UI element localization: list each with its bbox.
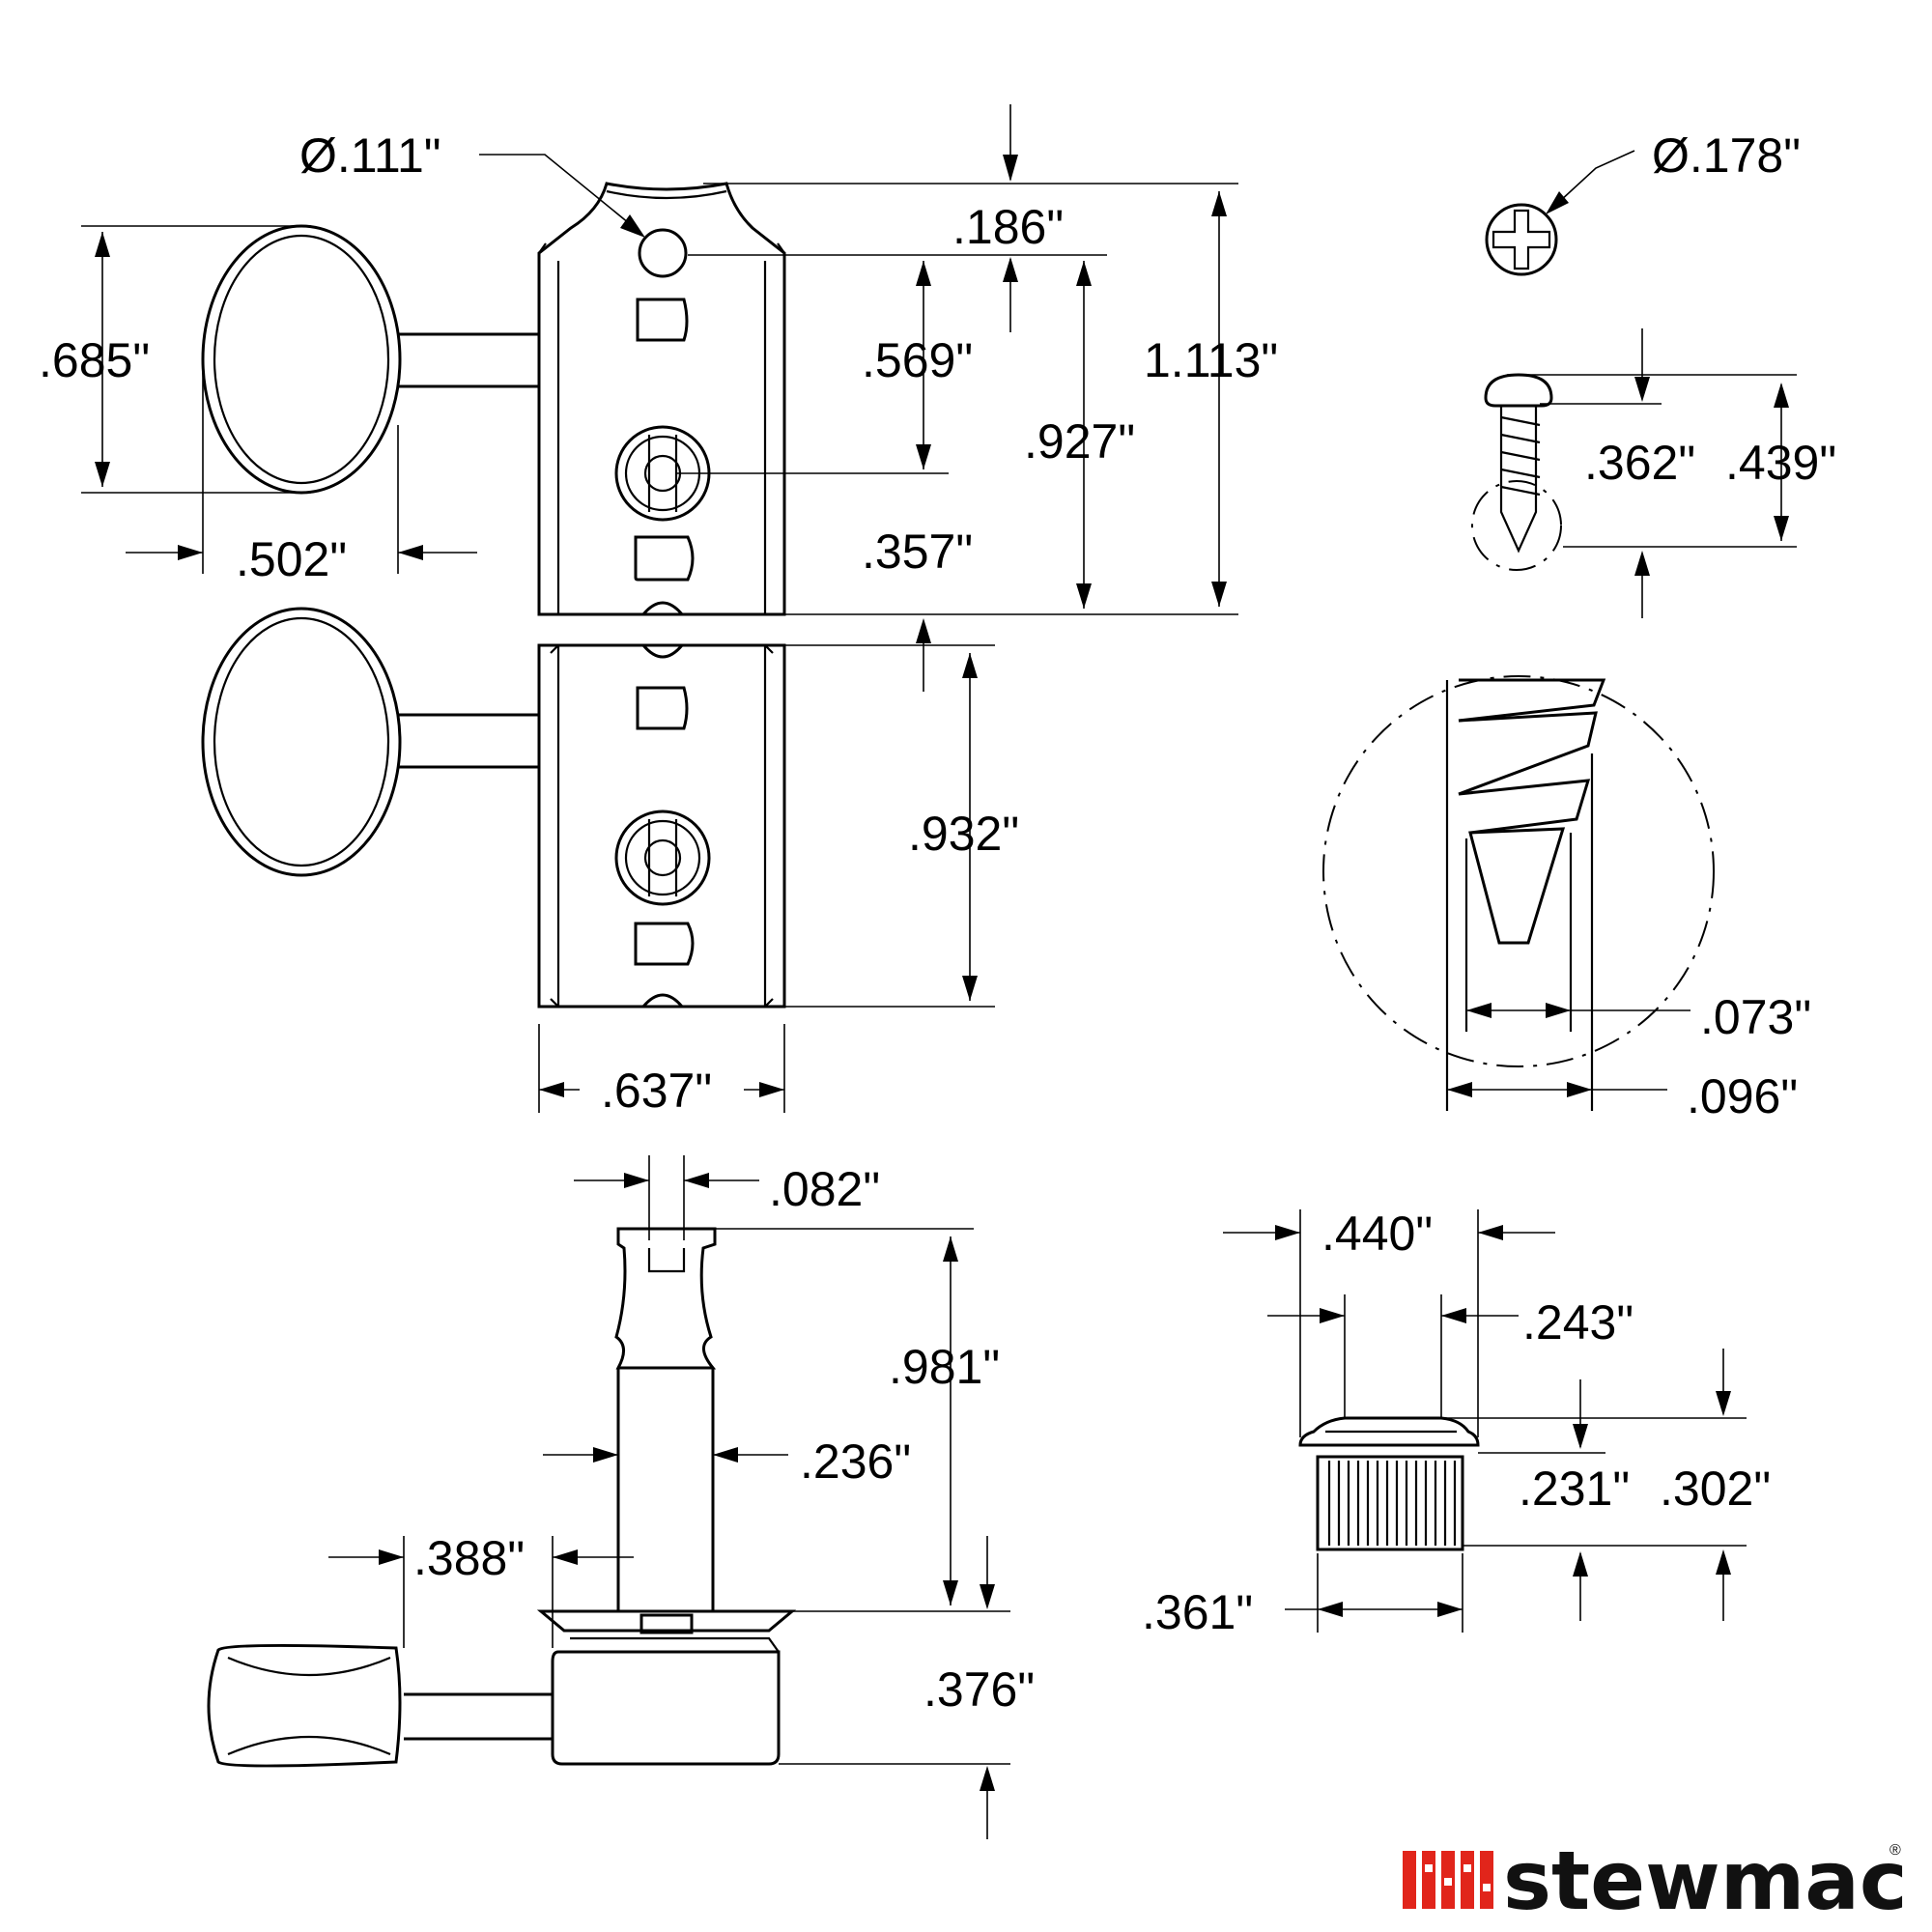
label-hole-to-bottom: .927" — [1024, 414, 1135, 469]
stewmac-logo-text: stewmac — [1503, 1833, 1908, 1928]
bushing-knurling — [1327, 1461, 1457, 1546]
label-screw-tip-width: .073" — [1700, 990, 1811, 1044]
label-bushing-body-dia: .361" — [1142, 1585, 1253, 1639]
label-screw-thread-dia: .096" — [1687, 1069, 1798, 1123]
label-gear-housing-height: .376" — [923, 1662, 1035, 1717]
label-screw-head-height: .362" — [1584, 436, 1695, 490]
label-post-dia: .236" — [800, 1435, 911, 1489]
label-button-offset: .388" — [413, 1531, 525, 1585]
registered-mark: ® — [1889, 1842, 1901, 1859]
tuner-plate-top-view — [201, 182, 786, 1009]
label-post-slot: .082" — [769, 1162, 880, 1216]
stewmac-logo-mark — [1403, 1851, 1493, 1909]
label-screw-head-dia: Ø.178" — [1652, 128, 1801, 183]
label-plate-length: 1.113" — [1144, 333, 1278, 387]
bushing-dimension-lines — [1223, 1209, 1747, 1633]
screw-side-view — [1471, 328, 1797, 618]
label-button-width: .502" — [236, 532, 347, 586]
stewmac-logo: stewmac ® — [1403, 1833, 1908, 1928]
label-post-height: .981" — [889, 1340, 1000, 1394]
screw-top-view — [1485, 150, 1635, 276]
label-screw-length: .439" — [1725, 436, 1836, 490]
label-bushing-hole-dia: .243" — [1522, 1295, 1634, 1350]
label-bushing-body-height: .231" — [1519, 1462, 1630, 1516]
label-button-height: .685" — [39, 333, 150, 387]
top-plate-dimension-lines — [81, 104, 1238, 1113]
label-post-to-bottom: .357" — [862, 525, 973, 579]
tuner-side-view — [207, 1227, 797, 1768]
bushing-side-view — [1298, 1416, 1480, 1551]
side-view-dimension-lines — [328, 1155, 1010, 1839]
label-bushing-total-height: .302" — [1660, 1462, 1771, 1516]
label-hole-to-post: .569" — [862, 333, 973, 387]
label-hole-offset: .186" — [952, 200, 1064, 254]
screw-tip-detail — [1322, 675, 1715, 1111]
label-bushing-flange-dia: .440" — [1321, 1207, 1433, 1261]
label-post-hole-dia: Ø.111" — [299, 128, 441, 183]
label-plate-width: .637" — [601, 1064, 712, 1118]
label-post-spacing: .932" — [908, 807, 1019, 861]
